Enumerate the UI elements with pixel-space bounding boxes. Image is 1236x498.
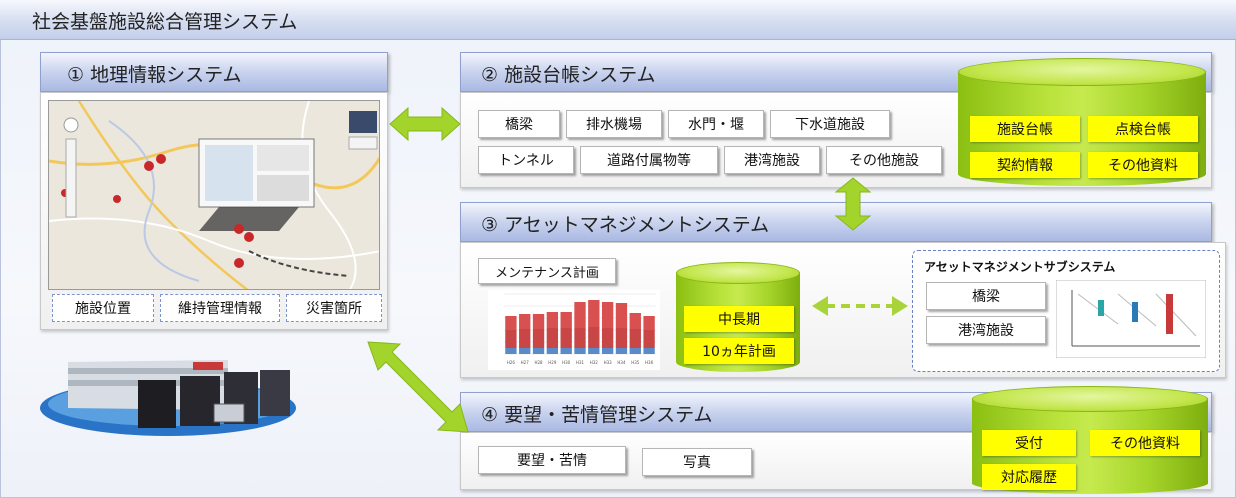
ledger-db-other-docs: その他資料 [1088,152,1198,178]
chart-bar-segment [574,302,586,328]
chart-bar-segment [532,348,545,354]
gis-tag-maintenance-info: 維持管理情報 [160,294,280,322]
chart-tick-label: H32 [590,360,599,365]
chart-tick-label: H36 [645,360,654,365]
chart-bar-segment [532,329,545,348]
asset-db-10yr-plan: 10ヵ年計画 [684,338,794,364]
ledger-item-road-accessory: 道路付属物等 [580,146,718,174]
complaint-item-photos: 写真 [642,448,752,476]
gis-tag-disaster-site: 災害箇所 [286,294,382,322]
chart-bar-segment [588,300,600,327]
chart-bar-segment [546,348,559,354]
main-title-bar: 社会基盤施設総合管理システム [0,0,1236,40]
chart-bar-segment [615,348,628,354]
chart-bar-segment [601,328,614,348]
chart-tick-label: H26 [507,360,516,365]
ledger-item-sluice-weir: 水門・堰 [668,110,764,138]
chart-bar-segment [588,348,600,354]
deterioration-chart [1056,280,1206,358]
ledger-item-other: その他施設 [826,146,942,174]
asset-title: ③ アセットマネジメントシステム [481,214,770,236]
complaint-title: ④ 要望・苦情管理システム [481,404,713,426]
chart-bar-segment [601,348,614,354]
ledger-item-tunnel: トンネル [478,146,574,174]
chart-bar-segment [546,328,559,348]
chart-tick-label: H34 [617,360,626,365]
ledger-item-bridge: 橋梁 [478,110,560,138]
chart-tick-label: H29 [548,360,557,365]
ledger-db-facility-ledger: 施設台帳 [970,116,1080,142]
server-illustration [40,360,296,436]
gis-title: ① 地理情報システム [67,64,242,86]
subsystem-title: アセットマネジメントサブシステム [924,260,1116,274]
complaint-db-reception: 受付 [982,430,1076,456]
gis-header: ① 地理情報システム [40,52,388,92]
subsystem-item-bridge: 橋梁 [926,282,1046,310]
chart-tick-label: H30 [562,360,571,365]
chart-bar-segment [643,316,655,330]
chart-bar-segment [615,303,628,328]
chart-bar-segment [546,312,559,328]
chart-bar-segment [629,313,641,329]
chart-tick-label: H27 [521,360,530,365]
complaint-item-requests: 要望・苦情 [478,446,626,474]
chart-bar-segment [505,348,517,354]
chart-bar-segment [505,316,517,330]
gis-tag-facility-location: 施設位置 [52,294,154,322]
asset-db-midlong-term: 中長期 [684,306,794,332]
arrow-gis-complaint [367,341,469,433]
ledger-item-drainage-pump: 排水機場 [566,110,662,138]
chart-bar-segment [629,348,641,354]
chart-bar-segment [505,330,517,348]
arrow-gis-ledger [389,106,461,142]
ledger-db-contract-info: 契約情報 [970,152,1080,178]
complaint-db-response-history: 対応履歴 [982,464,1076,490]
asset-header: ③ アセットマネジメントシステム [460,202,1212,242]
chart-bar-segment [574,348,586,354]
chart-bar-segment [519,348,531,354]
ledger-item-port: 港湾施設 [724,146,820,174]
ledger-db-inspection-ledger: 点検台帳 [1088,116,1198,142]
chart-tick-label: H33 [604,360,613,365]
chart-bar-segment [643,348,655,354]
map-view[interactable] [48,100,380,290]
dashed-bidirectional-arrow [812,296,908,316]
chart-bar-segment [629,329,641,348]
chart-bar-segment [615,328,628,348]
maintenance-plan-label: メンテナンス計画 [478,258,616,284]
chart-bar-segment [560,312,572,328]
main-title: 社会基盤施設総合管理システム [32,11,298,33]
chart-bar-segment [560,328,572,348]
chart-tick-label: H35 [631,360,640,365]
complaint-db-other-docs: その他資料 [1090,430,1200,456]
chart-bar-segment [519,314,531,329]
chart-bar-segment [601,302,614,328]
maintenance-plan-chart: H26 H27 H28 H29 H30 H31 H32 H33 H34 H35 H36 [488,290,660,370]
ledger-title: ② 施設台帳システム [481,64,656,86]
arrow-ledger-asset [834,177,872,231]
chart-bar-segment [588,327,600,348]
chart-bar-segment [643,330,655,348]
chart-tick-label: H31 [576,360,585,365]
ledger-item-sewer: 下水道施設 [770,110,890,138]
chart-bar-segment [560,348,572,354]
chart-bar-segment [574,328,586,348]
subsystem-item-port: 港湾施設 [926,316,1046,344]
chart-bar-segment [519,329,531,348]
chart-bar-segment [532,314,545,329]
chart-tick-label: H28 [534,360,543,365]
